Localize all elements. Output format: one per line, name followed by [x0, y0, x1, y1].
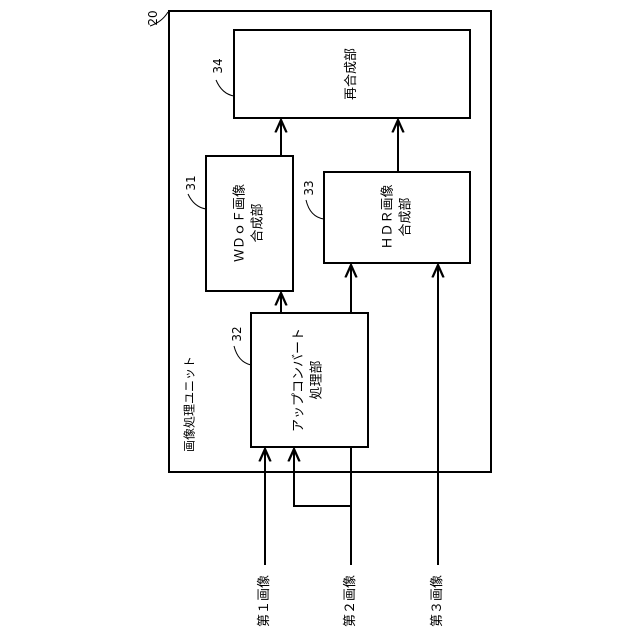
ref-recomposition: 34	[211, 58, 225, 73]
wdof-label-line1: ＷＤｏＦ画像	[231, 184, 249, 262]
wdof-label-line2: 合成部	[249, 184, 267, 262]
ref-hdr: 33	[302, 180, 316, 195]
input-first-image-label: 第１画像	[257, 575, 273, 627]
ref-unit: 20	[146, 10, 160, 25]
arrow-second-image-branch-to-upconvert	[294, 449, 351, 506]
image-processing-unit-box	[169, 11, 491, 472]
hdr-label: ＨＤＲ画像 合成部	[379, 184, 414, 249]
recomposition-label: 再合成部	[344, 48, 360, 100]
upconvert-label-line1: アップコンバート	[290, 328, 308, 432]
upconvert-label-line2: 処理部	[308, 328, 326, 432]
hdr-label-line2: 合成部	[397, 184, 415, 249]
ref-wdof: 31	[184, 175, 198, 190]
hdr-label-line1: ＨＤＲ画像	[379, 184, 397, 249]
ref-upconvert: 32	[230, 326, 244, 341]
input-second-image-label: 第２画像	[343, 575, 359, 627]
unit-label: 画像処理ユニット	[183, 356, 198, 452]
input-third-image-label: 第３画像	[430, 575, 446, 627]
upconvert-label: アップコンバート 処理部	[290, 328, 325, 432]
wdof-label: ＷＤｏＦ画像 合成部	[231, 184, 266, 262]
